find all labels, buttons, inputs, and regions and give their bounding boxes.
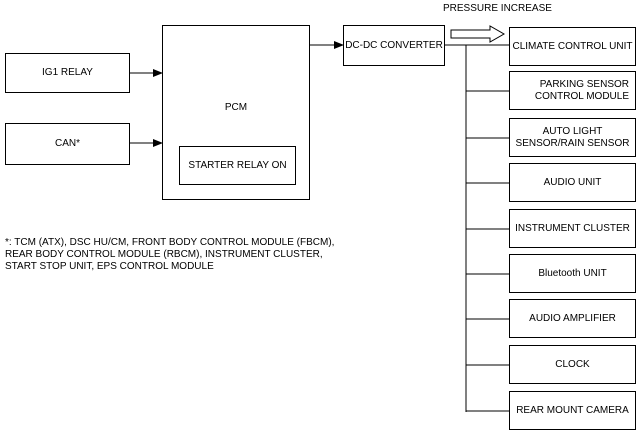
pcm-label: PCM	[224, 102, 248, 113]
footnote: *: TCM (ATX), DSC HU/CM, FRONT BODY CONT…	[5, 237, 335, 272]
instrument-cluster-label: INSTRUMENT CLUSTER	[515, 222, 630, 234]
parking-sensor-control-module-label: PARKING SENSOR CONTROL MODULE	[534, 78, 629, 102]
instrument-cluster-box: INSTRUMENT CLUSTER	[509, 209, 636, 248]
pressure-increase-arrow-icon	[450, 25, 506, 43]
ig1-relay-label: IG1 RELAY	[42, 67, 93, 78]
bluetooth-unit-box: Bluetooth UNIT	[509, 254, 636, 293]
can-box: CAN*	[5, 123, 130, 165]
audio-amplifier-box: AUDIO AMPLIFIER	[509, 299, 636, 338]
starter-relay-label: STARTER RELAY ON	[188, 159, 287, 171]
clock-box: CLOCK	[509, 345, 636, 384]
audio-unit-label: AUDIO UNIT	[543, 176, 602, 188]
auto-light-rain-sensor-label: AUTO LIGHT SENSOR/RAIN SENSOR	[515, 125, 630, 149]
bluetooth-unit-label: Bluetooth UNIT	[538, 267, 607, 279]
can-label: CAN*	[54, 138, 80, 149]
dc-dc-converter-box: DC-DC CONVERTER	[343, 25, 445, 66]
parking-sensor-control-module-box: PARKING SENSOR CONTROL MODULE	[509, 71, 636, 110]
audio-unit-box: AUDIO UNIT	[509, 163, 636, 202]
clock-label: CLOCK	[555, 358, 590, 370]
ig1-relay-box: IG1 RELAY	[5, 53, 130, 93]
climate-control-unit-label: CLIMATE CONTROL UNIT	[512, 40, 633, 52]
climate-control-unit-box: CLIMATE CONTROL UNIT	[509, 27, 636, 66]
pressure-increase-label: PRESSURE INCREASE	[443, 3, 552, 14]
starter-relay-box: STARTER RELAY ON	[179, 146, 296, 185]
rear-mount-camera-label: REAR MOUNT CAMERA	[516, 404, 629, 416]
dc-dc-converter-label: DC-DC CONVERTER	[345, 39, 443, 51]
output-branches	[466, 90, 509, 412]
rear-mount-camera-box: REAR MOUNT CAMERA	[509, 391, 636, 430]
auto-light-rain-sensor-box: AUTO LIGHT SENSOR/RAIN SENSOR	[509, 118, 636, 157]
audio-amplifier-label: AUDIO AMPLIFIER	[529, 312, 616, 324]
